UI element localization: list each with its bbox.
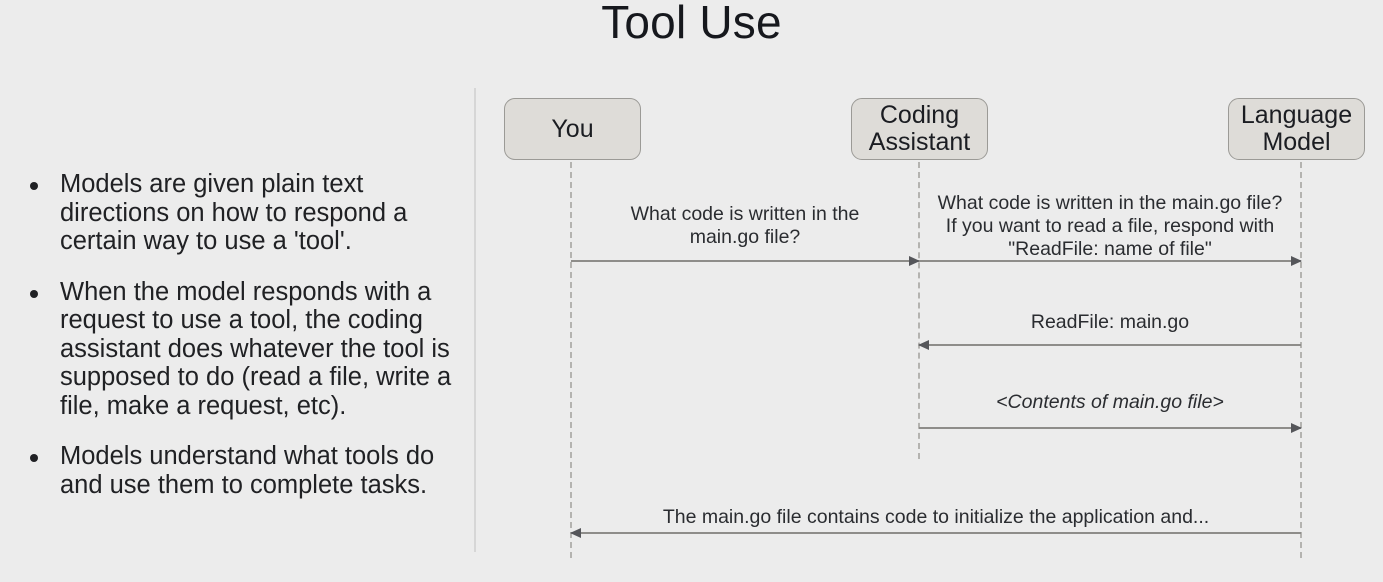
message-arrow-2	[919, 255, 1302, 266]
lifeline-you	[570, 162, 572, 558]
bullet-text: When the model responds with a request t…	[60, 277, 452, 420]
bullet-list: Models are given plain text directions o…	[14, 170, 466, 499]
participant-box-you[interactable]: You	[504, 98, 641, 160]
lifeline-language-model	[1300, 162, 1302, 558]
participant-box-coding-assistant[interactable]: Coding Assistant	[851, 98, 988, 160]
participant-box-language-model[interactable]: Language Model	[1228, 98, 1365, 160]
message-arrow-4	[919, 422, 1302, 433]
list-item: Models understand what tools do and use …	[14, 442, 466, 499]
message-label-5: The main.go file contains code to initia…	[662, 506, 1210, 528]
message-label-3: ReadFile: main.go	[1030, 311, 1190, 333]
list-item: Models are given plain text directions o…	[14, 170, 466, 256]
message-label-4: <Contents of main.go file>	[996, 391, 1224, 413]
bullet-text: Models are given plain text directions o…	[60, 170, 408, 256]
lifeline-coding-assistant	[918, 162, 920, 459]
arrowhead-right-icon	[1291, 255, 1302, 266]
message-label-2: What code is written in the main.go file…	[937, 192, 1283, 260]
bullet-dot-icon	[30, 454, 38, 463]
message-arrow-1	[571, 255, 920, 266]
bullet-dot-icon	[30, 182, 38, 190]
bullet-dot-icon	[30, 289, 38, 298]
column-divider	[474, 88, 476, 552]
message-arrow-5	[570, 527, 1301, 538]
arrowhead-right-icon	[1291, 422, 1302, 433]
arrowhead-left-icon	[570, 527, 581, 538]
bullet-text: Models understand what tools do and use …	[60, 442, 435, 499]
list-item: When the model responds with a request t…	[14, 278, 466, 421]
page-title: Tool Use	[601, 0, 782, 48]
message-label-1: What code is written in the main.go file…	[630, 203, 860, 248]
arrowhead-right-icon	[909, 255, 920, 266]
arrowhead-left-icon	[918, 339, 929, 350]
message-arrow-3	[918, 339, 1301, 350]
